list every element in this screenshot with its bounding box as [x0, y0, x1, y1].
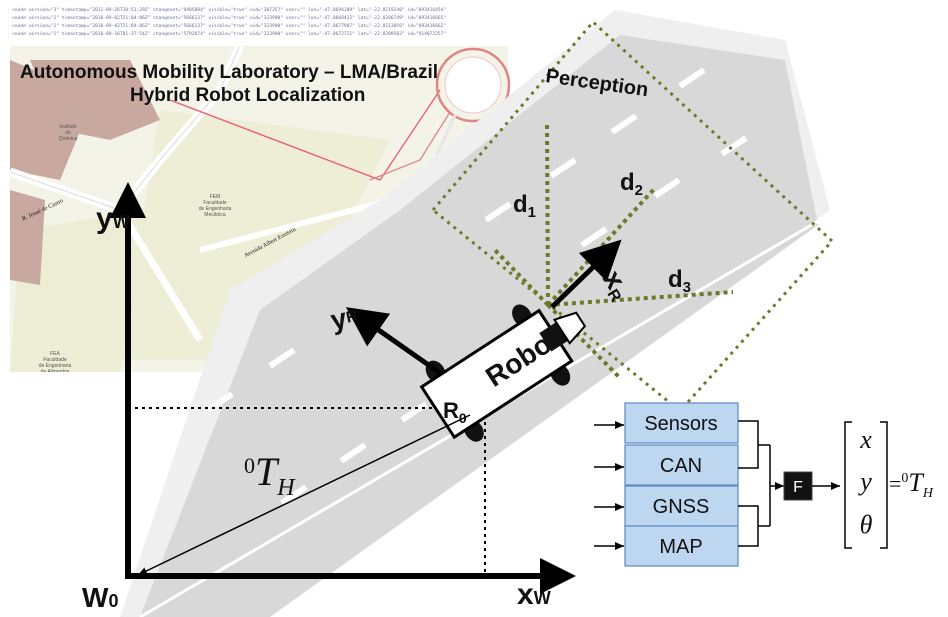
world-x-label: xW — [517, 578, 551, 611]
title-line-2: Hybrid Robot Localization — [130, 85, 365, 106]
state-vector: x y θ =0TH — [844, 421, 934, 549]
source-label-sensors: Sensors — [644, 413, 717, 435]
right-bracket — [880, 421, 888, 549]
robot-y-label: yR — [328, 300, 361, 336]
roundabout — [369, 47, 511, 181]
map-highlighted-path — [169, 89, 441, 181]
input-arrows — [594, 421, 624, 550]
ray-3 — [547, 290, 734, 307]
fusion-label: F — [793, 479, 803, 496]
map-lot — [10, 210, 150, 372]
map-road — [117, 208, 203, 342]
equation-label: =0TH — [889, 468, 934, 501]
xml-line-1: <node version="3" timestamp="2011-09-26T… — [12, 7, 446, 13]
d3-label: d3 — [668, 266, 691, 296]
building-label-line: Química — [59, 136, 78, 142]
ray-1 — [491, 246, 550, 307]
source-label-can: CAN — [660, 455, 702, 477]
building-label-line: de Engenharia — [39, 363, 72, 369]
building-label-line: FEA — [50, 351, 60, 357]
building-label-line: FEM — [210, 194, 221, 200]
robot-y-axis — [345, 307, 442, 376]
building-label-line: Mecânica — [204, 212, 226, 218]
transform-label: 0TH — [244, 449, 296, 501]
map-building — [30, 60, 160, 140]
world-y-label: yW — [96, 202, 130, 235]
building-label-line: Faculdade — [43, 357, 67, 363]
lane-markings — [206, 67, 748, 506]
source-label-gnss: GNSS — [653, 496, 710, 518]
ray-1b — [545, 124, 550, 306]
building-label-line: de — [65, 130, 71, 136]
building-label-line: Faculdade — [203, 200, 227, 206]
road — [120, 10, 830, 617]
robot-sensor-cone — [552, 311, 587, 345]
d2-label: d2 — [620, 169, 643, 199]
projection-lines — [135, 407, 486, 575]
merge-lines — [738, 420, 784, 547]
world-axes — [110, 182, 576, 594]
source-box-map — [624, 525, 739, 567]
left-bracket — [844, 421, 852, 549]
xml-line-4: <node version="1" timestamp="2010-09-16T… — [12, 31, 446, 37]
robot: Robot — [419, 304, 587, 442]
state-y: y — [857, 467, 872, 496]
building-label-line: de Alimentos — [41, 369, 70, 375]
xml-header: <node version="3" timestamp="2011-09-26T… — [12, 7, 446, 37]
world-origin-label: W0 — [82, 582, 118, 613]
fusion-box — [783, 471, 813, 501]
xml-line-3: <node version="1" timestamp="2010-09-02T… — [12, 23, 446, 29]
source-box-sensors — [624, 402, 739, 444]
source-label-map: MAP — [659, 536, 702, 558]
d1-label: d1 — [513, 191, 536, 221]
distance-labels: d1 d2 d3 — [513, 169, 691, 296]
map-road-edge — [10, 46, 241, 211]
robot-axes — [345, 239, 622, 376]
robot-x-axis — [550, 239, 622, 309]
road-surface — [140, 35, 818, 617]
building-label-line: Instituto — [59, 124, 77, 130]
transform-vector — [137, 414, 471, 576]
state-x: x — [859, 425, 872, 454]
title-line-1: Autonomous Mobility Laboratory – LMA/Bra… — [20, 62, 438, 83]
xml-line-2: <node version="1" timestamp="2010-09-02T… — [12, 15, 446, 21]
ray-2 — [546, 186, 657, 307]
source-box-can — [624, 444, 739, 486]
source-box-gnss — [624, 485, 739, 527]
map-building — [10, 190, 45, 285]
building-label-line: de Engenharia — [199, 206, 232, 212]
state-theta: θ — [860, 510, 873, 539]
